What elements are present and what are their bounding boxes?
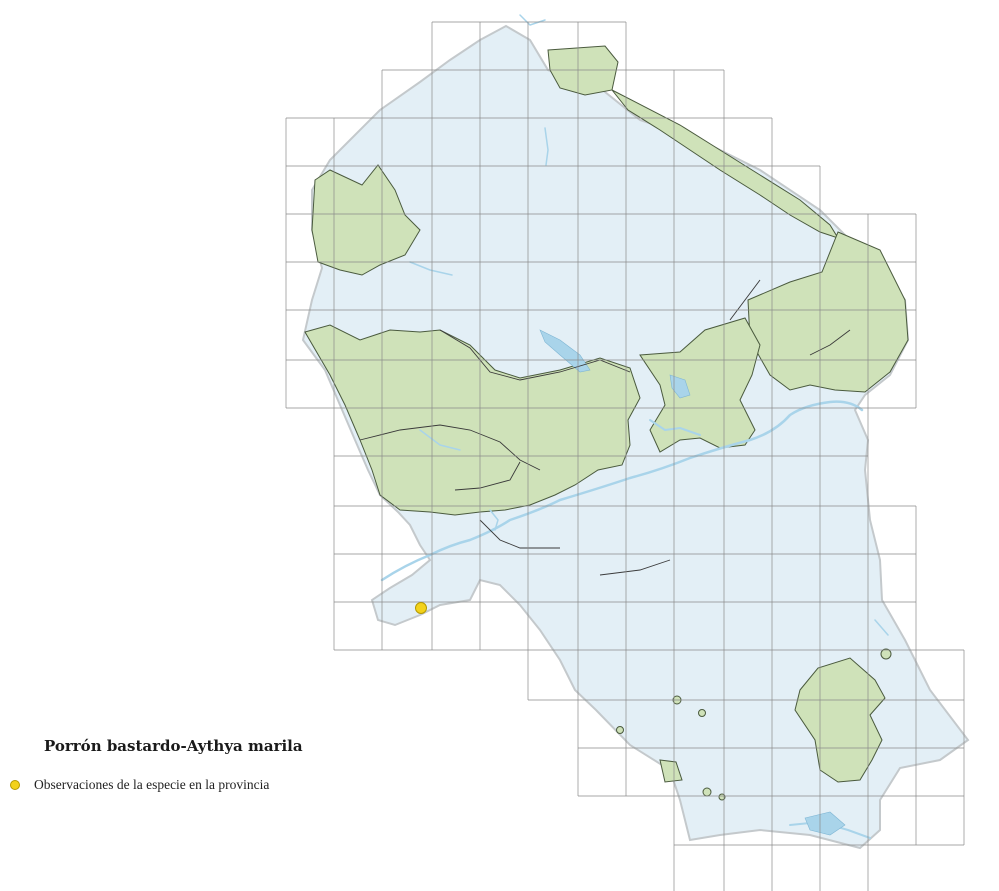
protected-area-south [794, 657, 886, 783]
protected-area-north [547, 45, 619, 96]
observation-marker-icon [10, 780, 20, 790]
protected-area-south-small [659, 759, 683, 783]
legend-item-label: Observaciones de la especie en la provin… [34, 777, 270, 792]
reservoir-south [804, 811, 846, 836]
reservoir-alcantara [539, 329, 591, 373]
reservoirs [539, 329, 846, 836]
legend-item: Observaciones de la especie en la provin… [10, 777, 269, 793]
legend-title: Porrón bastardo-Aythya marila [44, 737, 303, 755]
observation-point [415, 602, 427, 614]
protected-area-central-east [639, 317, 761, 453]
utm-grid [285, 21, 965, 891]
borders [359, 279, 851, 576]
river-tajo [380, 400, 864, 582]
protected-area-northwest [311, 164, 421, 276]
reservoir-valdecanas [669, 374, 691, 399]
